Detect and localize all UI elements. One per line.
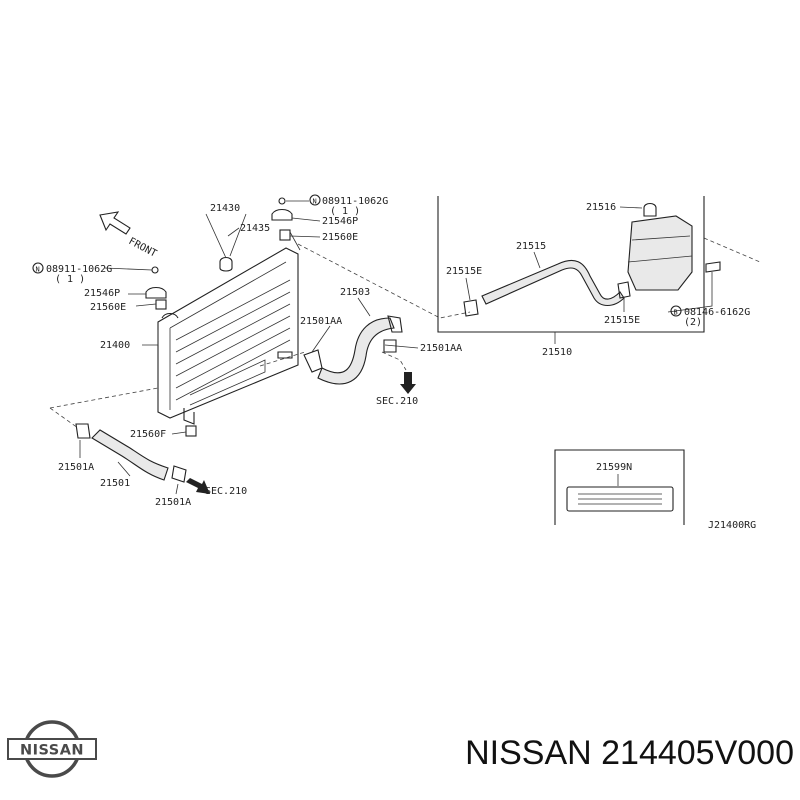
label-21400: 21400 bbox=[100, 340, 130, 351]
label-sec210-bottom: SEC.210 bbox=[205, 486, 247, 497]
label-21501aa-left: 21501AA bbox=[300, 316, 342, 327]
sec210-right-arrow: SEC.210 bbox=[376, 372, 418, 407]
label-21503: 21503 bbox=[340, 287, 370, 298]
label-21560e-left: 21560E bbox=[90, 302, 126, 313]
label-21516: 21516 bbox=[586, 202, 616, 213]
radiator-21400 bbox=[157, 247, 299, 425]
label-bolt-right: 08146-6162G bbox=[684, 307, 750, 318]
front-label: FRONT bbox=[127, 236, 159, 260]
bolt-right-prefix: B bbox=[674, 309, 678, 317]
label-21501a-left: 21501A bbox=[58, 462, 94, 473]
logo-wordmark: NISSAN bbox=[20, 743, 84, 759]
label-21560f: 21560F bbox=[130, 429, 166, 440]
label-21515: 21515 bbox=[516, 241, 546, 252]
label-21515e-right: 21515E bbox=[604, 315, 640, 326]
label-bolt-left: 08911-1062G bbox=[46, 264, 112, 275]
bolt-left-prefix: N bbox=[36, 266, 40, 274]
reservoir-bolt: B 08146-6162G (2) bbox=[667, 261, 750, 328]
upper-hose-21503: 21503 21501AA 21501AA bbox=[300, 287, 462, 385]
label-21501: 21501 bbox=[100, 478, 130, 489]
label-bolt-right-qty: (2) bbox=[684, 317, 702, 328]
label-21510: 21510 bbox=[542, 347, 572, 358]
lower-hose-21501: 21560F 21501A 21501 21501A bbox=[58, 423, 197, 508]
top-mount-group: N 08911-1062G ( 1 ) 21546P 21560E bbox=[271, 194, 388, 251]
bolt-top-prefix: N bbox=[313, 198, 317, 206]
drawing-code: J21400RG bbox=[708, 520, 756, 531]
nissan-logo: NISSAN bbox=[7, 720, 97, 778]
label-21599n: 21599N bbox=[596, 462, 632, 473]
label-21430: 21430 bbox=[210, 203, 240, 214]
radiator-cap: 21430 21435 bbox=[205, 203, 270, 272]
left-mount-group: N 08911-1062G ( 1 ) 21546P 21560E 21400 bbox=[32, 262, 167, 351]
label-plate-box: 21599N J21400RG bbox=[554, 449, 756, 531]
label-21546p-top: 21546P bbox=[322, 216, 358, 227]
label-bolt-top-qty: ( 1 ) bbox=[330, 206, 360, 217]
label-bolt-left-qty: ( 1 ) bbox=[55, 274, 85, 285]
dashed-leaders bbox=[49, 237, 761, 429]
label-21501aa-right: 21501AA bbox=[420, 343, 462, 354]
sec210-bottom-arrow: SEC.210 bbox=[186, 478, 247, 497]
label-sec210-right: SEC.210 bbox=[376, 396, 418, 407]
label-21501a-bottom: 21501A bbox=[155, 497, 191, 508]
front-arrow: FRONT bbox=[99, 211, 159, 260]
part-number-caption: NISSAN 214405V000 bbox=[465, 734, 794, 772]
reservoir-box: 21510 21516 21515 21515E 21515E bbox=[437, 196, 705, 358]
label-21515e-left: 21515E bbox=[446, 266, 482, 277]
label-21435: 21435 bbox=[240, 223, 270, 234]
label-21560e-top: 21560E bbox=[322, 232, 358, 243]
label-21546p-left: 21546P bbox=[84, 288, 120, 299]
label-bolt-top: 08911-1062G bbox=[322, 196, 388, 207]
